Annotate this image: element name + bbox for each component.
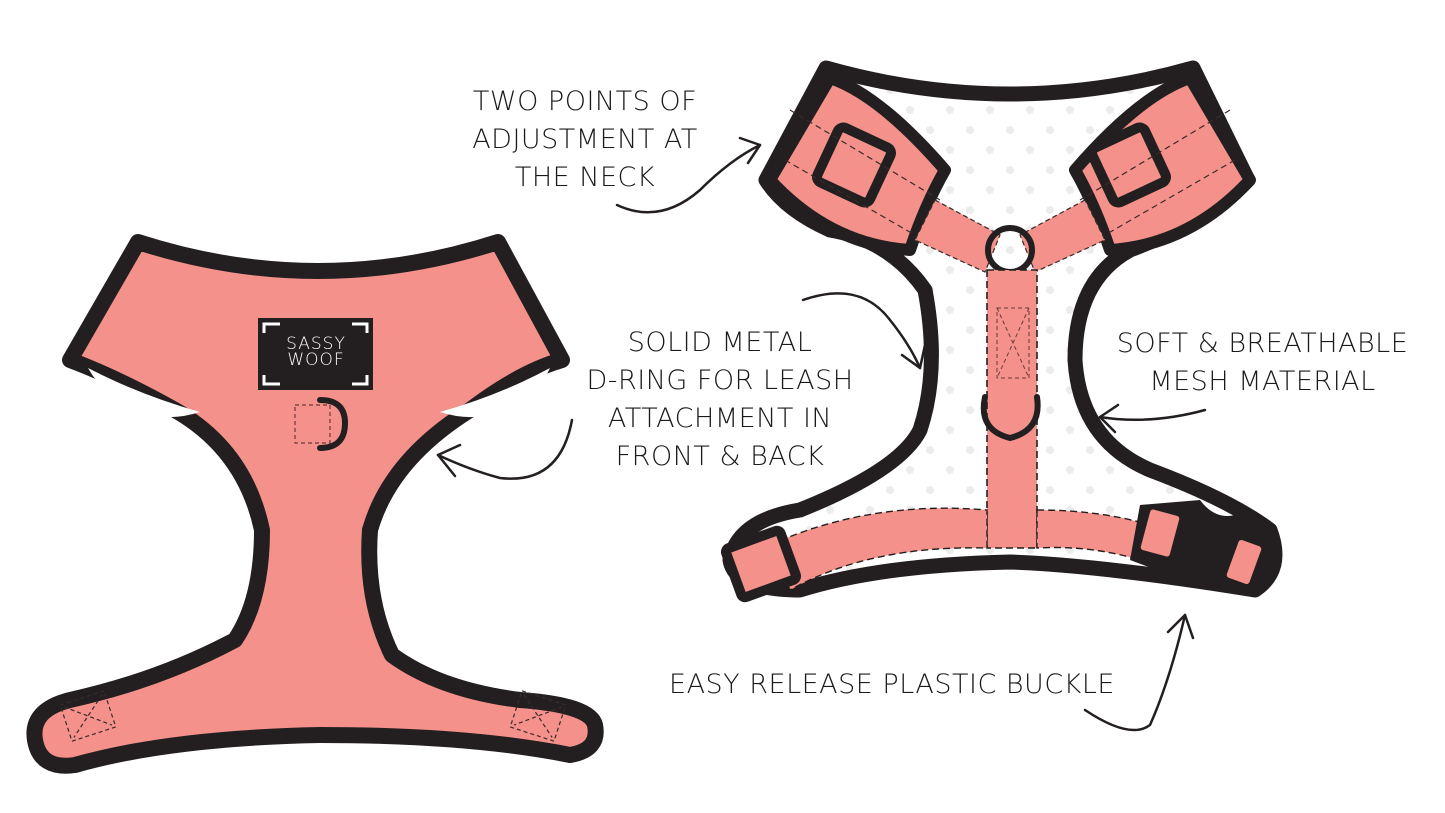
callout-line: SOFT & BREATHABLE	[1116, 328, 1409, 359]
brand-line-1: SASSY	[286, 334, 346, 354]
front-right-arm-opening	[440, 368, 550, 418]
brand-tag-text: SASSY WOOF	[266, 334, 366, 370]
callout-neck-adjustment: TWO POINTS OF ADJUSTMENT AT THE NECK	[445, 83, 725, 197]
d-ring-callout-arrow-back	[801, 292, 927, 370]
front-left-arm-opening	[88, 368, 200, 418]
mesh-callout-arrow	[1098, 403, 1207, 434]
front-left-stitch-patch	[59, 690, 117, 742]
brand-line-2: WOOF	[287, 350, 345, 370]
d-ring-icon	[317, 397, 349, 451]
strap-end-slider	[720, 525, 802, 603]
y-strap-left	[914, 199, 1001, 273]
neck-adjuster-left	[764, 72, 951, 256]
front-d-ring-tab	[294, 404, 331, 444]
front-harness	[26, 234, 604, 774]
brand-tag-corners	[262, 322, 369, 386]
brand-tag	[258, 318, 373, 390]
callout-d-ring: SOLID METAL D-RING FOR LEASH ATTACHMENT …	[570, 324, 870, 476]
chest-strap	[769, 507, 988, 591]
back-harness	[720, 60, 1283, 603]
front-right-stitch-patch	[509, 690, 567, 742]
callout-line: D-RING FOR LEASH	[586, 365, 854, 396]
buckle-callout-arrow	[1083, 613, 1195, 732]
callout-line: THE NECK	[514, 162, 656, 193]
callout-line: FRONT & BACK	[615, 441, 825, 472]
callout-line: TWO POINTS OF	[472, 86, 698, 117]
callout-mesh-material: SOFT & BREATHABLE MESH MATERIAL	[1095, 325, 1430, 401]
d-ring-callout-arrow-front	[436, 418, 574, 480]
neck-adjuster-right	[1069, 72, 1256, 256]
callout-line: MESH MATERIAL	[1149, 366, 1376, 397]
chest-strap-right	[1036, 509, 1151, 561]
callout-line: SOLID METAL	[627, 327, 813, 358]
callout-line: EASY RELEASE PLASTIC BUCKLE	[669, 669, 1115, 700]
neck-callout-arrow	[615, 136, 762, 214]
callout-line: ADJUSTMENT AT	[472, 124, 698, 155]
d-ring-icon	[980, 394, 1041, 442]
spine-strap	[986, 269, 1038, 549]
callout-buckle: EASY RELEASE PLASTIC BUCKLE	[652, 666, 1132, 704]
callout-line: ATTACHMENT IN	[607, 403, 833, 434]
spine-stitch-patch	[996, 307, 1030, 379]
buckle-icon	[1130, 500, 1280, 595]
